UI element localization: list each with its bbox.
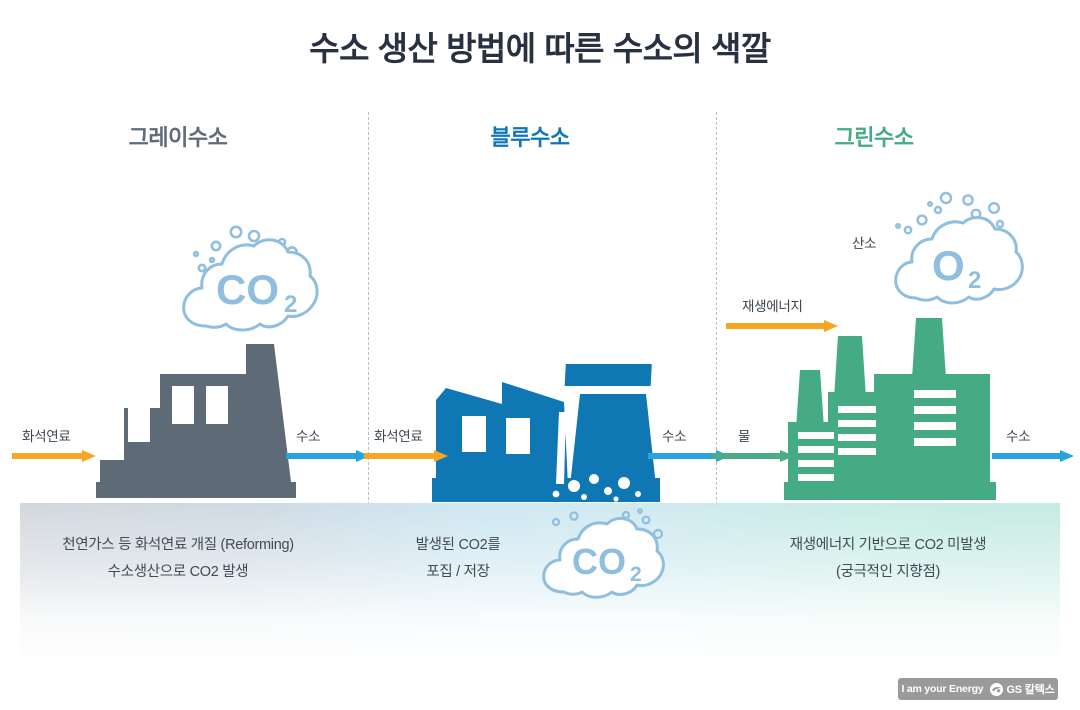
- arrow-label-renewable-energy: 재생에너지: [742, 299, 803, 314]
- description-band: [20, 503, 1060, 663]
- footer-tagline: I am your Energy: [901, 683, 984, 695]
- arrow-fossil-fuel-blue: [364, 450, 448, 462]
- co2-cloud-gray-sub: 2: [284, 291, 297, 318]
- footer-brand: GS 칼텍스: [990, 681, 1055, 697]
- co2-cloud-gray-svg: CO 2: [182, 225, 319, 332]
- factory-gray: [88, 336, 304, 506]
- arrow-label-hydrogen-blue: 수소: [662, 429, 687, 444]
- column-heading-green-hydrogen: 그린수소: [834, 125, 914, 150]
- factory-blue: [428, 360, 664, 506]
- arrow-hydrogen-green: [992, 450, 1074, 462]
- arrow-label-fossil-fuel-gray: 화석연료: [22, 429, 71, 444]
- caption-blue-line1: 발생된 CO2를: [415, 537, 501, 553]
- arrow-renewable-energy: [726, 320, 838, 332]
- gs-logo-icon: [990, 682, 1004, 696]
- arrow-water-green: [712, 450, 794, 462]
- caption-blue-hydrogen: 발생된 CO2를 포집 / 저장: [358, 532, 558, 586]
- arrow-label-hydrogen-gray: 수소: [296, 429, 321, 444]
- arrow-fossil-fuel-gray: [12, 450, 96, 462]
- o2-cloud-green-svg: O 2: [894, 191, 1024, 305]
- co2-cloud-gray-label: CO: [216, 266, 279, 313]
- caption-gray-line1: 천연가스 등 화석연료 개질 (Reforming): [62, 537, 294, 553]
- arrow-label-hydrogen-green: 수소: [1006, 429, 1031, 444]
- label-oxygen: 산소: [852, 236, 877, 251]
- factory-green: [776, 318, 1012, 506]
- caption-green-hydrogen: 재생에너지 기반으로 CO2 미발생 (궁극적인 지향점): [718, 532, 1058, 586]
- column-divider-2: [716, 112, 717, 505]
- caption-gray-hydrogen: 천연가스 등 화석연료 개질 (Reforming) 수소생산으로 CO2 발생: [8, 532, 348, 586]
- footer-logo: I am your Energy GS 칼텍스: [898, 678, 1058, 700]
- footer-brand-label: GS 칼텍스: [1006, 684, 1055, 696]
- arrow-hydrogen-gray: [286, 450, 370, 462]
- factory-blue-svg: [432, 364, 660, 502]
- o2-cloud-label: O: [932, 242, 965, 289]
- arrow-label-water: 물: [738, 429, 751, 444]
- arrow-label-fossil-fuel-blue: 화석연료: [374, 429, 423, 444]
- o2-cloud-green: O 2: [884, 190, 1024, 310]
- co2-cloud-blue-svg: CO 2: [542, 508, 665, 599]
- page-title: 수소 생산 방법에 따른 수소의 색깔: [309, 30, 771, 67]
- band-fade-overlay: [20, 503, 1060, 663]
- caption-gray-line2: 수소생산으로 CO2 발생: [107, 564, 249, 580]
- caption-green-line2: (궁극적인 지향점): [835, 564, 941, 580]
- co2-cloud-blue: CO 2: [534, 506, 676, 602]
- co2-cloud-blue-label: CO: [572, 541, 626, 582]
- caption-blue-line2: 포집 / 저장: [426, 564, 490, 580]
- caption-green-line1: 재생에너지 기반으로 CO2 미발생: [789, 537, 987, 553]
- factory-green-svg: [784, 318, 996, 500]
- column-heading-gray-hydrogen: 그레이수소: [128, 125, 228, 150]
- co2-cloud-gray: CO 2: [172, 208, 322, 338]
- column-heading-blue-hydrogen: 블루수소: [490, 125, 570, 150]
- o2-cloud-sub: 2: [968, 267, 981, 294]
- factory-gray-svg: [96, 344, 296, 498]
- column-divider-1: [368, 112, 369, 505]
- co2-cloud-blue-sub: 2: [630, 563, 642, 586]
